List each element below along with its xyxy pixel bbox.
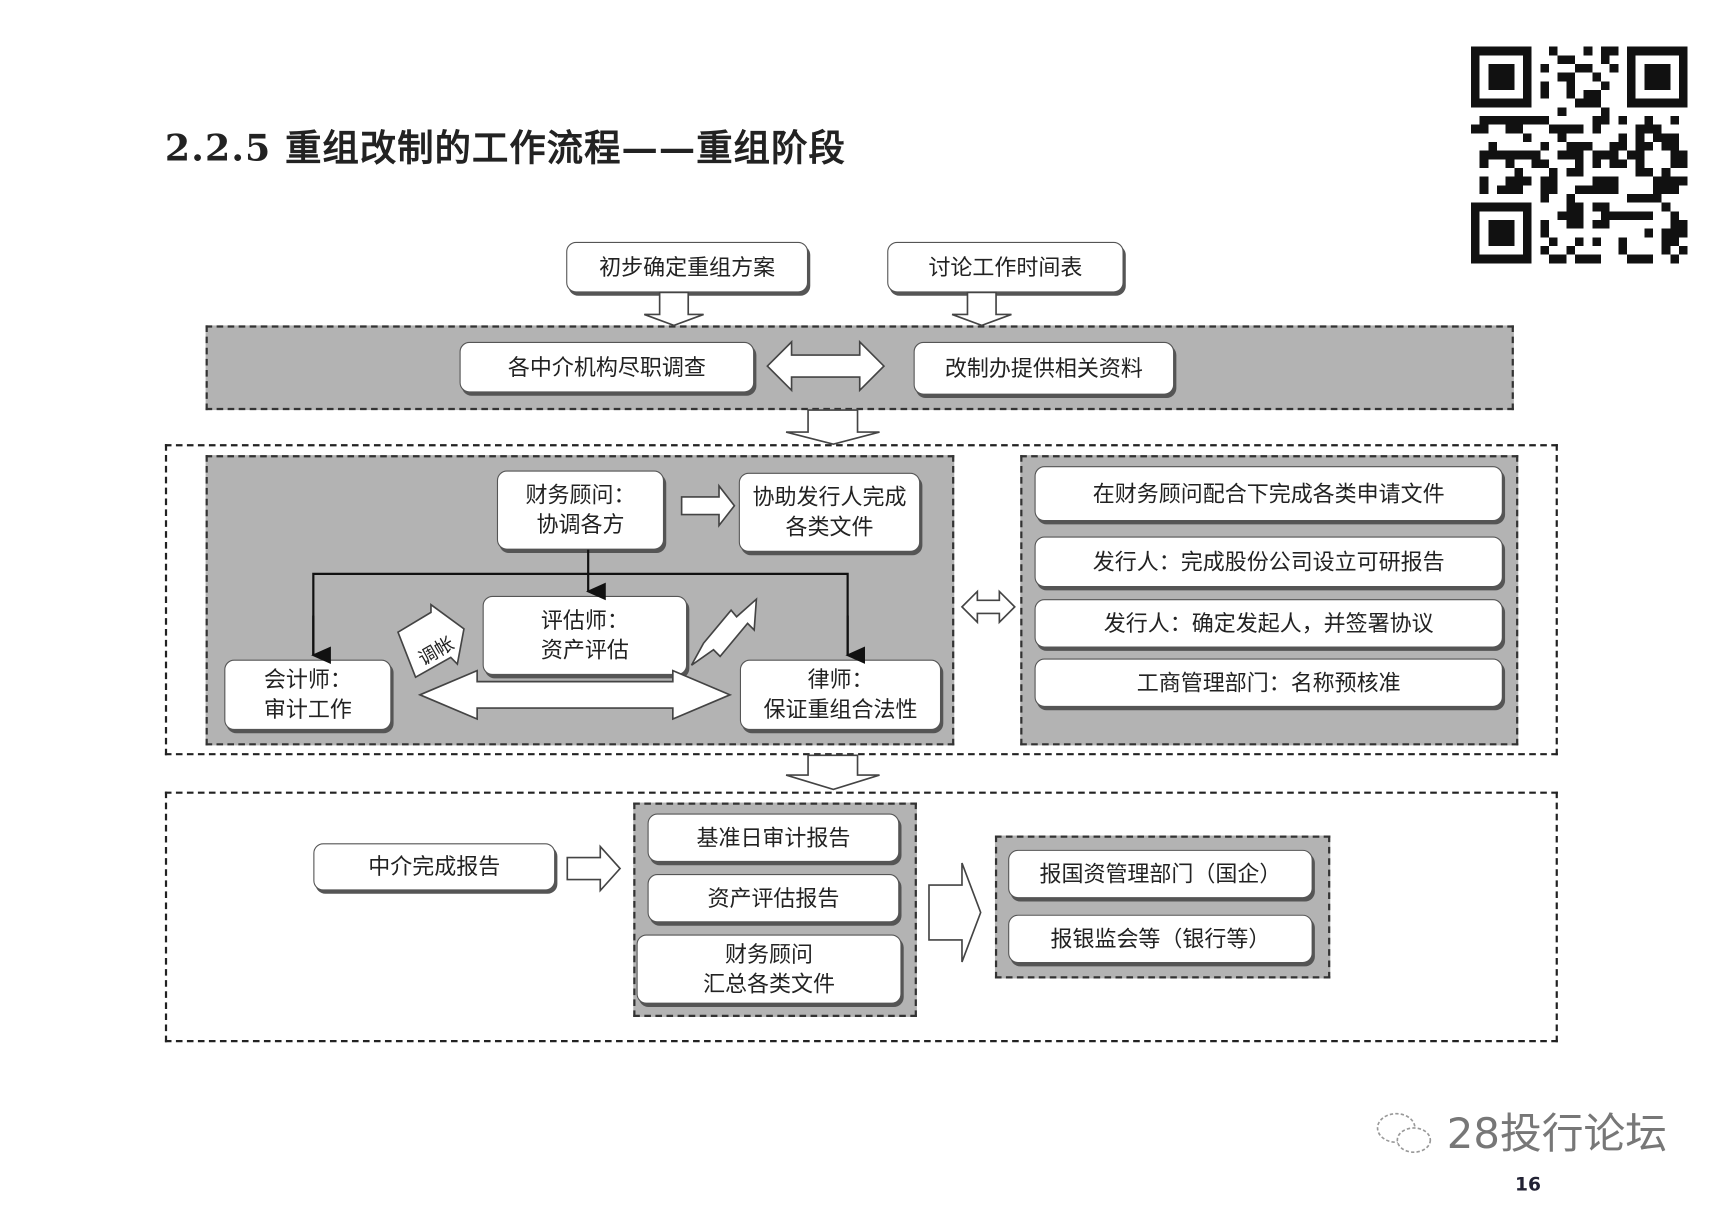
stage3-frame — [164, 791, 1558, 1043]
right-arrow-icon — [928, 862, 982, 963]
audit-report-box: 基准日审计报告 — [647, 813, 900, 862]
accountant-box: 会计师：审计工作 — [224, 659, 392, 731]
lawyer-line1: 律师： — [807, 666, 874, 693]
accountant-line2: 审计工作 — [263, 695, 352, 723]
footer-brand: 28投行论坛 — [1374, 1108, 1667, 1159]
assist-issuer-box: 协助发行人完成各类文件 — [738, 472, 921, 552]
financial-advisor-box: 财务顾问： 协调各方 — [496, 470, 665, 550]
fa-summary-line1: 财务顾问 — [725, 940, 814, 967]
assist-line1: 协助发行人完成 — [752, 483, 907, 511]
valuer-line2: 资产评估 — [540, 636, 629, 663]
right-arrow-icon — [680, 483, 736, 528]
assist-line2: 各类文件 — [785, 513, 874, 540]
exchange-arrow-icon — [690, 597, 758, 666]
lawyer-box: 律师：保证重组合法性 — [739, 659, 942, 731]
down-arrow-icon — [643, 291, 704, 327]
right-item-2: 发行人：完成股份公司设立可研报告 — [1034, 536, 1503, 588]
step-initial-plan: 初步确定重组方案 — [566, 241, 809, 293]
intermediary-report-box: 中介完成报告 — [313, 843, 556, 891]
lawyer-line2: 保证重组合法性 — [763, 695, 918, 723]
valuer-box: 评估师：资产评估 — [482, 595, 688, 676]
qr-code — [1470, 46, 1688, 264]
down-arrow-icon — [785, 409, 880, 446]
double-arrow-icon — [766, 339, 886, 393]
right-arrow-icon — [566, 844, 622, 893]
right-item-3: 发行人：确定发起人，并签署协议 — [1034, 599, 1503, 648]
fa-summary-line2: 汇总各类文件 — [703, 970, 835, 997]
page-number: 16 — [1514, 1174, 1541, 1197]
page-title: 2.2.5 重组改制的工作流程——重组阶段 — [164, 126, 846, 170]
down-arrow-icon — [951, 291, 1012, 327]
adjust-arrow-icon — [396, 603, 465, 679]
submit-cbrc-box: 报银监会等（银行等） — [1008, 914, 1313, 964]
valuer-line1: 评估师： — [540, 606, 629, 634]
step-provide-materials: 改制办提供相关资料 — [913, 341, 1175, 395]
step-timetable: 讨论工作时间表 — [887, 241, 1124, 293]
double-arrow-icon — [960, 589, 1016, 625]
fa-summary-box: 财务顾问汇总各类文件 — [636, 934, 902, 1004]
step-due-diligence: 各中介机构尽职调查 — [459, 341, 755, 393]
right-item-4: 工商管理部门：名称预核准 — [1034, 658, 1503, 707]
accountant-line1: 会计师： — [263, 666, 352, 693]
submit-sasac-box: 报国资管理部门（国企） — [1008, 849, 1313, 899]
brand-name: 28投行论坛 — [1446, 1109, 1668, 1158]
down-arrow-icon — [785, 754, 880, 791]
fa-line1: 财务顾问： — [525, 481, 636, 508]
fa-line2: 协调各方 — [536, 511, 625, 538]
double-arrow-icon — [417, 669, 733, 721]
wechat-icon — [1376, 1112, 1432, 1153]
right-item-1: 在财务顾问配合下完成各类申请文件 — [1034, 466, 1503, 522]
stage2-frame — [164, 444, 1558, 756]
valuation-report-box: 资产评估报告 — [647, 874, 900, 923]
